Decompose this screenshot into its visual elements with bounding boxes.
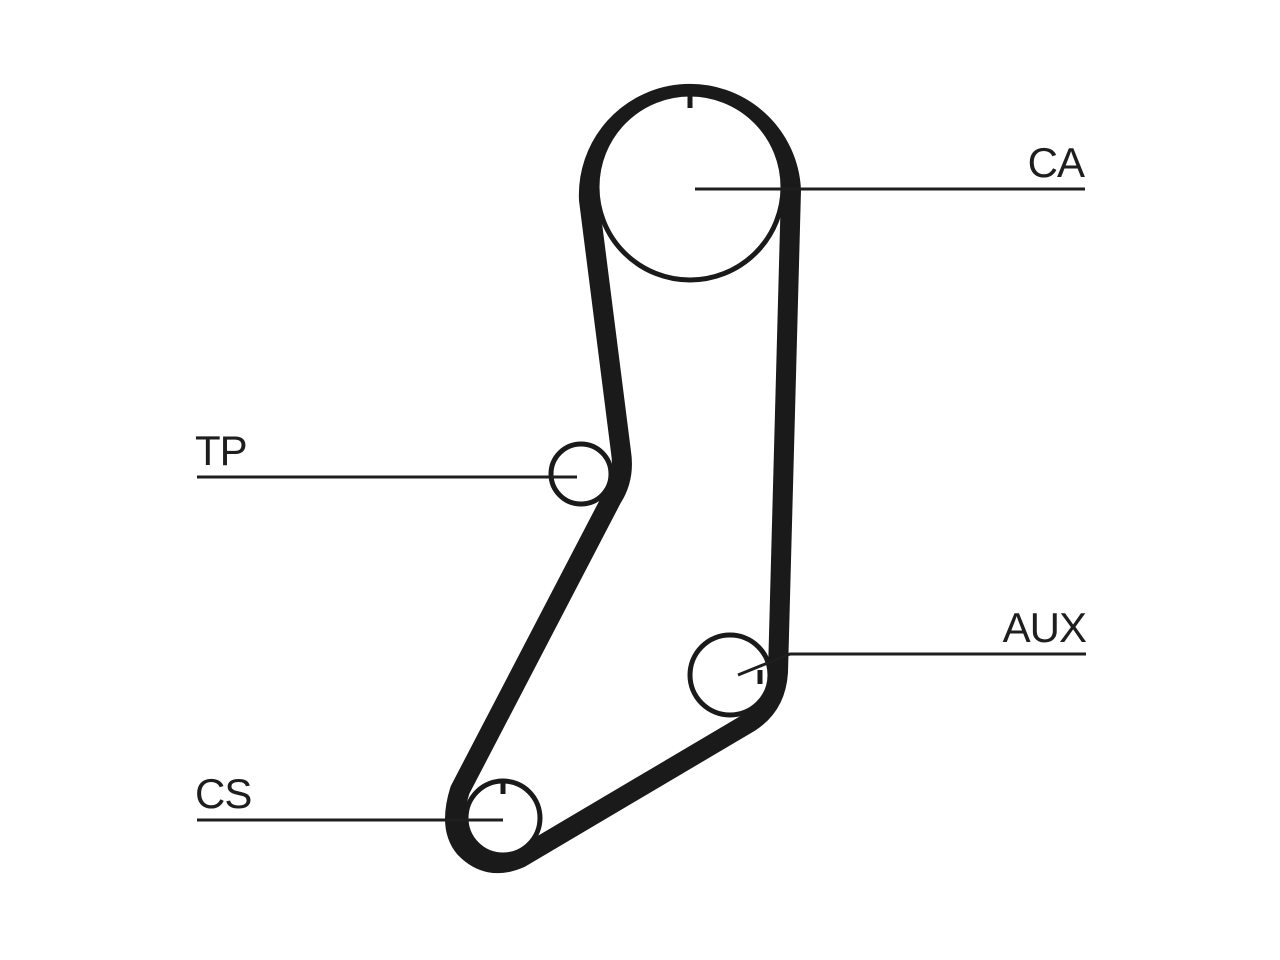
tensioner-pulley [548,441,614,507]
camshaft-pulley [594,91,786,283]
aux-label: AUX [1003,604,1087,651]
tp-label: TP [195,427,247,474]
ca-label: CA [1028,139,1085,186]
aux-leader-line [737,652,1086,677]
cs-label: CS [195,770,251,817]
auxiliary-pulley [687,632,773,718]
